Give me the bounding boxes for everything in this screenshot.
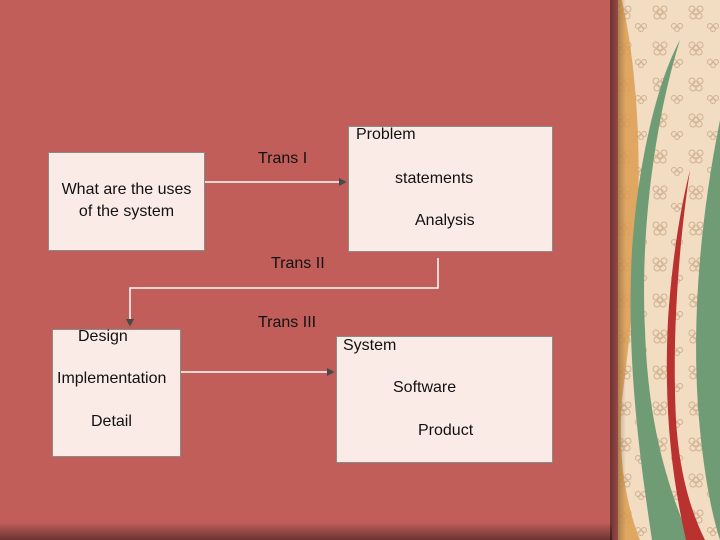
- uses-box-line1: What are the uses: [61, 181, 192, 198]
- software-box: [336, 336, 553, 463]
- design-box-line2: Implementation: [57, 370, 167, 387]
- arrow-trans-ii: [126, 258, 439, 327]
- trans-iii-label: Trans III: [258, 314, 317, 331]
- design-box-line3: Detail: [91, 413, 132, 430]
- trans-i-label: Trans I: [258, 150, 308, 167]
- frame-shadow-bottom: [0, 522, 612, 540]
- software-box-line3: Product: [418, 422, 474, 439]
- software-box-line2: Software: [393, 379, 457, 396]
- red-ribbon: [666, 170, 705, 540]
- trans-ii-label: Trans II: [271, 255, 325, 272]
- problem-box-line3: Analysis: [415, 212, 475, 229]
- frame-shadow-right: [610, 0, 626, 540]
- problem-box-line2: statements: [395, 170, 474, 187]
- uses-box: [48, 152, 205, 251]
- green-ribbon-right: [696, 120, 720, 540]
- design-box-line1: Design: [78, 328, 128, 345]
- software-box-line1: System: [343, 337, 397, 354]
- green-ribbon-left: [630, 40, 690, 540]
- problem-box: [348, 126, 553, 252]
- uses-box-line2: of the system: [78, 203, 175, 220]
- problem-box-line1: Problem: [356, 126, 416, 143]
- design-box: [52, 329, 181, 457]
